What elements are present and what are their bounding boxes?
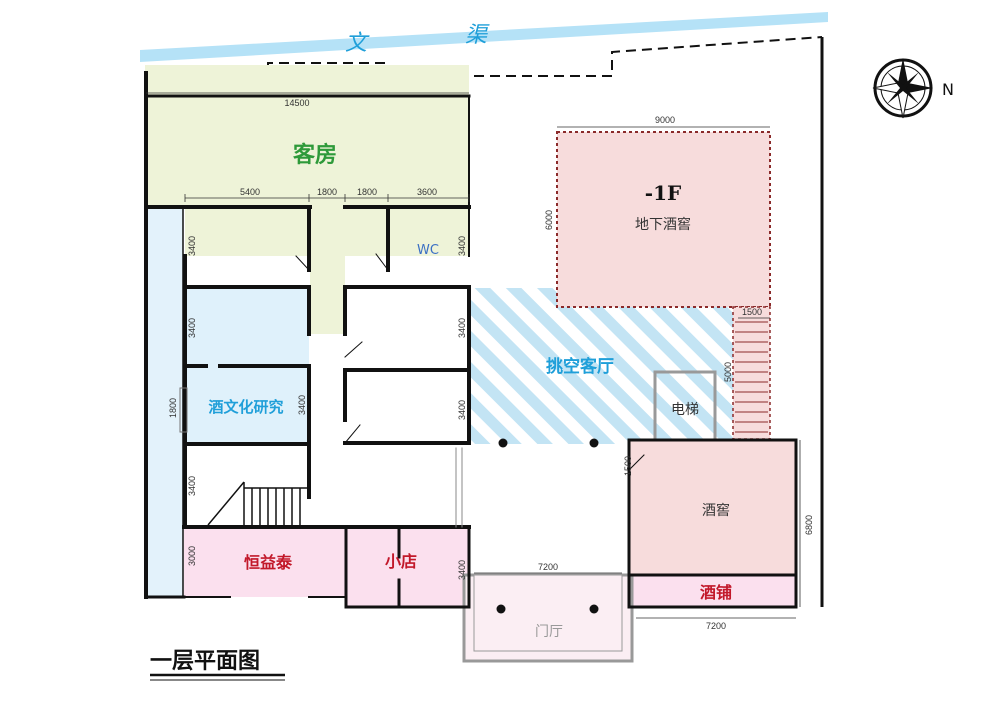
dim-h3000: 3000 <box>187 546 197 566</box>
label-wine-shop: 酒铺 <box>700 583 732 602</box>
wine-shop-room <box>630 575 796 607</box>
cellar-stair <box>732 306 771 440</box>
dim-h3400-mid: 3400 <box>297 395 307 415</box>
label-guest-rooms: 客房 <box>293 142 337 168</box>
label-wine-cellar: 酒窖 <box>702 502 730 519</box>
canal-char-1: 文 <box>345 31 370 56</box>
guest-room-area <box>145 65 469 334</box>
basement-cellar <box>556 131 771 308</box>
dim-stair-5000: 5000 <box>723 362 733 382</box>
label-elevator: 电梯 <box>671 402 699 418</box>
dim-h3400-right-d: 3400 <box>457 560 467 580</box>
cellar-stair-treads <box>735 321 768 433</box>
canal-char-2: 渠 <box>465 23 490 48</box>
walls <box>144 71 798 609</box>
wine-cellar-room <box>630 440 796 575</box>
dim-foyer-7200: 7200 <box>538 562 558 572</box>
dim-3600: 3600 <box>417 187 437 197</box>
label-basement-cellar: 地下酒窖 <box>635 216 691 233</box>
label-atrium: 挑空客厅 <box>546 356 614 377</box>
dim-stair-1500: 1500 <box>742 307 762 317</box>
dim-h1800: 1800 <box>168 398 178 418</box>
dim-h3400-right-a: 3400 <box>457 236 467 256</box>
hengyitai-room <box>184 527 346 597</box>
label-hengyitai: 恒益泰 <box>244 553 293 572</box>
dim-cellar-1500: 1500 <box>623 456 633 476</box>
dim-top-width: 14500 <box>284 98 309 108</box>
dim-shop-7200: 7200 <box>706 621 726 631</box>
window-mark <box>179 387 188 433</box>
dim-1800a: 1800 <box>317 187 337 197</box>
compass-icon <box>872 58 933 119</box>
label-cellar-level: -1F <box>645 181 681 205</box>
dim-h3400-left-a: 3400 <box>187 236 197 256</box>
label-small-shop: 小店 <box>385 552 417 571</box>
label-wc: WC <box>417 243 439 258</box>
columns <box>496 438 599 614</box>
label-foyer: 门厅 <box>535 624 563 640</box>
plan-title: 一层平面图 <box>150 648 260 674</box>
dim-1800b: 1800 <box>357 187 377 197</box>
dim-h3400-right-c: 3400 <box>457 400 467 420</box>
north-label: N <box>942 80 954 99</box>
small-shop-room <box>347 527 468 607</box>
dimension-lines <box>146 92 801 619</box>
dim-cellar-6000: 6000 <box>544 210 554 230</box>
left-corridor <box>146 207 183 597</box>
dim-cellar-9000: 9000 <box>655 115 675 125</box>
dim-cellar-6800: 6800 <box>804 515 814 535</box>
dim-5400: 5400 <box>240 187 260 197</box>
main-stair <box>207 481 307 526</box>
atrium-area <box>469 288 738 444</box>
dim-h3400-right-b: 3400 <box>457 318 467 338</box>
dim-h3400-left-c: 3400 <box>187 476 197 496</box>
label-wine-culture: 酒文化研究 <box>208 398 283 416</box>
dim-h3400-left-b: 3400 <box>187 318 197 338</box>
canal: 文 渠 <box>140 12 828 62</box>
